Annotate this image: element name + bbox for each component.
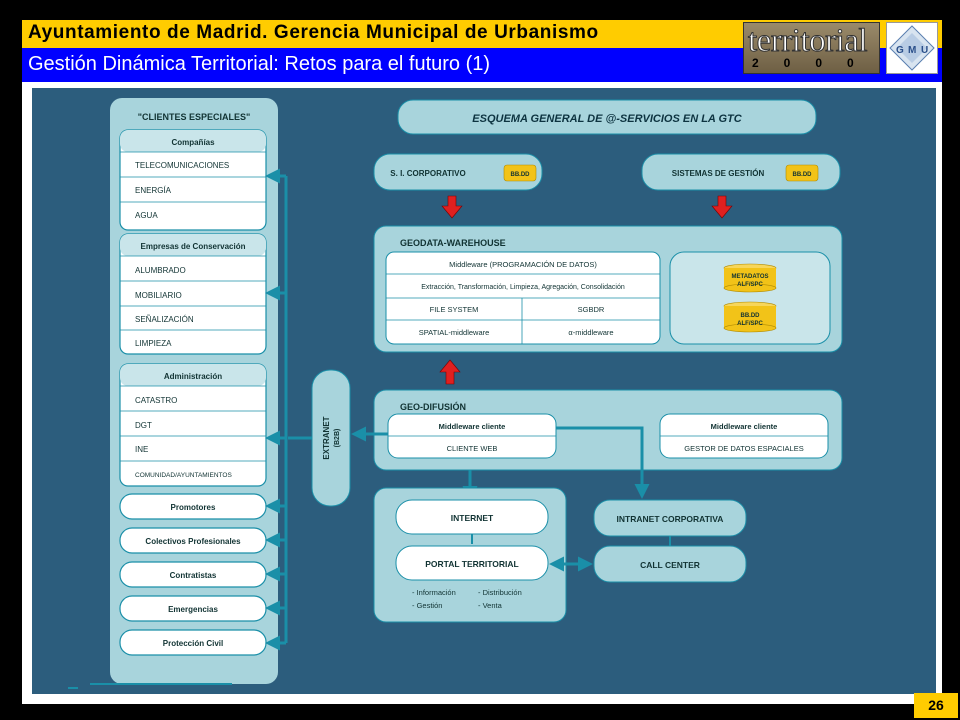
cliente-web-label: CLIENTE WEB — [447, 444, 498, 453]
intranet-label: INTRANET CORPORATIVA — [617, 514, 724, 524]
client-item-alumbrado: ALUMBRADO — [135, 266, 186, 275]
geodata-process-label: Extracción, Transformación, Limpieza, Ag… — [421, 284, 625, 291]
sistemas-gestion-db-label: BB.DD — [793, 172, 813, 178]
diagram-area: "CLIENTES ESPECIALES" Compañías TELECOMU… — [32, 88, 936, 694]
gestor-datos-head: Middleware cliente — [711, 422, 778, 431]
client-item-ine: INE — [135, 445, 148, 454]
geodata-spatial-middleware: SPATIAL-middleware — [419, 328, 490, 337]
geodata-middleware-label: Middleware (PROGRAMACIÓN DE DATOS) — [449, 260, 597, 269]
geodata-storage-box — [669, 251, 831, 345]
gmu-letter-g: G — [896, 45, 904, 56]
client-item-agua: AGUA — [135, 211, 158, 220]
geodata-sgbdr: SGBDR — [578, 305, 605, 314]
bbdd-cylinder — [724, 306, 776, 328]
red-arrow-down-left — [441, 195, 463, 219]
portal-note-venta: - Venta — [478, 601, 503, 610]
arrow-to-intranet — [556, 426, 650, 499]
diagram-title: ESQUEMA GENERAL DE @-SERVICIOS EN LA GTC — [472, 113, 743, 125]
companias-title: Compañías — [171, 138, 215, 147]
portal-note-gestion: - Gestión — [412, 601, 442, 610]
red-arrow-up — [439, 359, 461, 385]
client-item-dgt: DGT — [135, 421, 152, 430]
administracion-title: Administración — [164, 372, 222, 381]
services-diagram: "CLIENTES ESPECIALES" Compañías TELECOMU… — [68, 98, 843, 689]
client-item-comunidad: COMUNIDAD/AYUNTAMIENTOS — [135, 472, 232, 479]
extranet-box — [311, 369, 351, 507]
cliente-web-head: Middleware cliente — [439, 422, 506, 431]
clients-title: "CLIENTES ESPECIALES" — [138, 112, 251, 122]
conservacion-title: Empresas de Conservación — [141, 242, 246, 251]
gmu-letter-m: M — [908, 45, 916, 56]
call-center-label: CALL CENTER — [640, 560, 700, 570]
portal-note-informacion: - Información — [412, 588, 456, 597]
client-item-energia: ENERGÍA — [135, 186, 172, 195]
metadatos-sublabel: ALF/SPC — [737, 282, 763, 288]
administracion-header — [120, 364, 266, 386]
si-corporativo-label: S. I. CORPORATIVO — [390, 169, 465, 178]
territorial-logo-word: territorial — [747, 23, 868, 60]
client-item-limpieza: LIMPIEZA — [135, 339, 172, 348]
bbdd-sublabel: ALF/SPC — [737, 321, 763, 327]
extranet-sublabel: (B2B) — [334, 429, 341, 448]
client-item-senalizacion: SEÑALIZACIÓN — [135, 315, 194, 324]
sistemas-gestion-db-badge — [785, 164, 819, 182]
si-corporativo-box — [373, 153, 543, 191]
page-subtitle: Gestión Dinámica Territorial: Retos para… — [28, 53, 491, 75]
conservacion-header — [120, 234, 266, 256]
gmu-logo-graphic: G M U — [889, 25, 935, 71]
client-label-emergencias: Emergencias — [168, 605, 218, 614]
geodifusion-title: GEO-DIFUSIÓN — [400, 401, 466, 412]
companias-header — [120, 130, 266, 152]
sistemas-gestion-label: SISTEMAS DE GESTIÓN — [672, 169, 765, 178]
header-bar — [22, 20, 744, 48]
territorial-logo-year: 2000 — [752, 56, 879, 70]
internet-label: INTERNET — [451, 513, 494, 523]
call-center-box — [593, 545, 747, 583]
client-item-catastro: CATASTRO — [135, 396, 177, 405]
client-label-contratistas: Contratistas — [170, 571, 217, 580]
page-number: 26 — [914, 693, 958, 718]
page-title: Ayuntamiento de Madrid. Gerencia Municip… — [28, 22, 599, 43]
metadatos-cylinder — [724, 268, 776, 288]
geodata-file-system: FILE SYSTEM — [430, 305, 479, 314]
gmu-letter-u: U — [921, 45, 928, 56]
gmu-logo: G M U — [886, 22, 938, 74]
geodata-title: GEODATA-WAREHOUSE — [400, 238, 506, 248]
portal-note-distribucion: - Distribución — [478, 588, 522, 597]
red-arrow-down-right — [711, 195, 733, 219]
bbdd-label: BB.DD — [741, 313, 761, 319]
si-corporativo-db-badge — [503, 164, 537, 182]
client-item-telecomunicaciones: TELECOMUNICACIONES — [135, 161, 229, 170]
client-label-promotores: Promotores — [171, 503, 216, 512]
client-label-colectivos: Colectivos Profesionales — [145, 537, 241, 546]
geodata-alpha-middleware: α-middleware — [568, 328, 613, 337]
extranet-label: EXTRANET — [322, 416, 331, 459]
portal-territorial-box — [395, 545, 549, 581]
metadatos-label: METADATOS — [732, 274, 769, 280]
portal-territorial-label: PORTAL TERRITORIAL — [425, 559, 519, 569]
client-item-mobiliario: MOBILIARIO — [135, 291, 182, 300]
si-corporativo-db-label: BB.DD — [511, 172, 531, 178]
diagram-title-banner — [397, 99, 817, 135]
client-label-proteccion-civil: Protección Civil — [163, 639, 223, 648]
territorial-logo: territorial 2000 — [743, 22, 880, 74]
gestor-datos-label: GESTOR DE DATOS ESPACIALES — [684, 444, 803, 453]
